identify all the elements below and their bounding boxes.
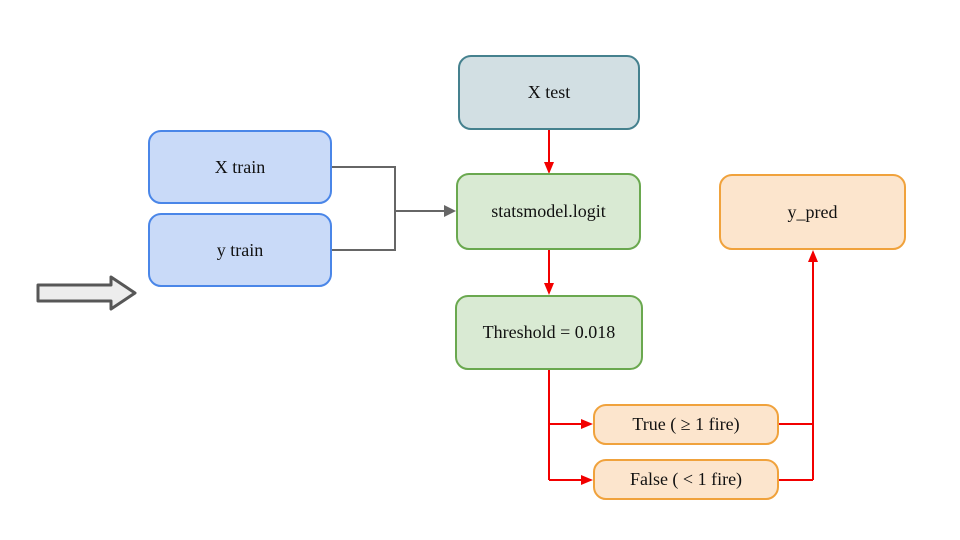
edge-model-to-threshold-arrowhead: [544, 283, 554, 295]
edge-threshold-branches: [548, 370, 581, 481]
node-x-train-label: X train: [214, 156, 266, 177]
edge-threshold-to-true-arrowhead: [581, 419, 593, 429]
node-threshold: Threshold = 0.018: [455, 295, 643, 370]
node-x-test: X test: [458, 55, 640, 130]
edge-branches-to-ypred: [779, 262, 814, 481]
node-false-branch: False ( < 1 fire): [593, 459, 779, 500]
node-y-pred: y_pred: [719, 174, 906, 250]
node-x-test-label: X test: [527, 82, 571, 103]
node-y-pred-label: y_pred: [787, 201, 838, 222]
node-y-train-label: y train: [216, 239, 264, 260]
edge-threshold-to-false-arrowhead: [581, 475, 593, 485]
node-false-branch-label: False ( < 1 fire): [629, 469, 743, 490]
node-statsmodel-logit: statsmodel.logit: [456, 173, 641, 250]
node-true-branch: True ( ≥ 1 fire): [593, 404, 779, 445]
node-statsmodel-logit-label: statsmodel.logit: [491, 201, 606, 222]
node-threshold-label: Threshold = 0.018: [482, 322, 616, 343]
big-right-arrow-icon: [36, 275, 137, 311]
edge-train-to-model-arrowhead: [444, 205, 456, 217]
node-true-branch-label: True ( ≥ 1 fire): [632, 414, 740, 435]
node-x-train: X train: [148, 130, 332, 204]
node-y-train: y train: [148, 213, 332, 287]
edge-train-junction: [332, 166, 444, 251]
edge-branches-to-ypred-arrowhead: [808, 250, 818, 262]
